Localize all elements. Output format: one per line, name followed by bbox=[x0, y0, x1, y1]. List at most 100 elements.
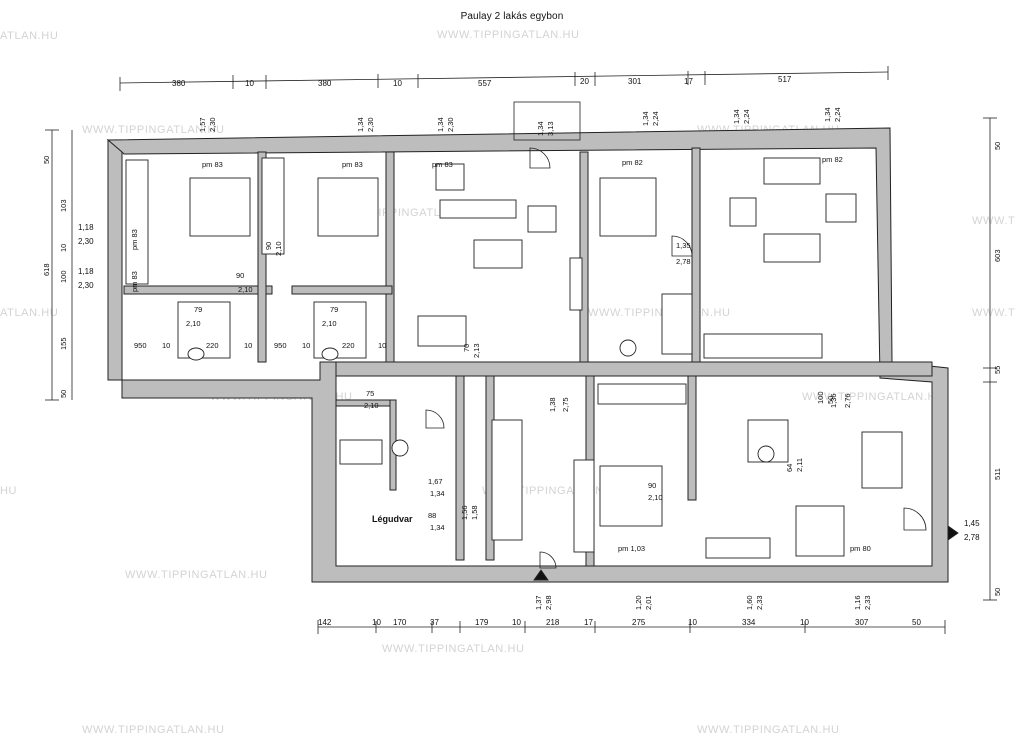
bathtub-icon bbox=[313, 301, 367, 359]
watermark-text-cut: ATLAN.HU bbox=[0, 307, 58, 319]
door-label: 1,38 bbox=[548, 397, 557, 412]
partition-wall bbox=[291, 285, 393, 295]
dim-label: 220 bbox=[342, 341, 355, 350]
armchair-icon bbox=[435, 163, 465, 191]
dim-label: 10 bbox=[688, 618, 697, 627]
dim-label: 20 bbox=[580, 77, 589, 86]
door-label: 2,10 bbox=[274, 241, 283, 256]
door-label: 2,76 bbox=[843, 393, 852, 408]
toilet-icon bbox=[391, 439, 409, 457]
window-label: 2,01 bbox=[644, 595, 653, 610]
door-label: 70 bbox=[462, 344, 471, 352]
dim-label: 10 bbox=[245, 79, 254, 88]
door-label: 90 bbox=[236, 271, 244, 280]
armchair-icon bbox=[729, 197, 757, 227]
partition-wall bbox=[335, 361, 933, 377]
partition-wall bbox=[385, 151, 395, 363]
kitchen-counter-icon bbox=[795, 505, 845, 557]
window-label: 3,13 bbox=[546, 121, 555, 136]
door-label: 2,13 bbox=[472, 343, 481, 358]
partition-wall bbox=[257, 151, 267, 363]
room-code: pm 83 bbox=[202, 160, 223, 169]
window-label: 2,24 bbox=[651, 111, 660, 126]
dimension-lines bbox=[45, 66, 997, 634]
room-code: pm 80 bbox=[850, 544, 871, 553]
furniture bbox=[125, 147, 959, 581]
room-code: pm 83 bbox=[130, 229, 139, 250]
door-label: 2,10 bbox=[238, 285, 253, 294]
right-dimension-labels: 50 603 55 511 50 bbox=[993, 142, 1002, 596]
dim-label: 1,34 bbox=[430, 489, 445, 498]
toilet-icon bbox=[187, 347, 205, 361]
wardrobe-icon bbox=[573, 459, 595, 553]
window-label: 1,34 bbox=[436, 117, 445, 132]
dim-label: 218 bbox=[546, 618, 560, 627]
door-label: 2,10 bbox=[186, 319, 201, 328]
dim-label: 380 bbox=[318, 79, 332, 88]
toilet-icon bbox=[321, 347, 339, 361]
dim-label: 10 bbox=[378, 341, 386, 350]
door-labels: 90 2,10 90 2,10 79 2,10 79 2,10 1,35 2,7… bbox=[186, 241, 852, 502]
window-label: 1,34 bbox=[356, 117, 365, 132]
double-bed-icon bbox=[599, 465, 663, 527]
window-label: 1,20 bbox=[634, 595, 643, 610]
sofa-icon bbox=[473, 239, 523, 269]
kitchen-counter-icon bbox=[491, 419, 523, 541]
room-code: pm 82 bbox=[822, 155, 843, 164]
door-label: 2,75 bbox=[561, 397, 570, 412]
dim-label: 10 bbox=[800, 618, 809, 627]
bay-window bbox=[513, 101, 581, 141]
dim-label: 380 bbox=[172, 79, 186, 88]
dining-table-icon bbox=[861, 431, 903, 489]
window-label: 2,30 bbox=[446, 117, 455, 132]
kitchen-counter-icon bbox=[705, 537, 771, 559]
dim-label: 10 bbox=[302, 341, 310, 350]
watermark-text: WWW.TIPPINGATLAN.HU bbox=[382, 643, 525, 655]
partition-wall bbox=[123, 285, 273, 295]
window-label: 1,37 bbox=[534, 595, 543, 610]
dim-label: 17 bbox=[684, 77, 693, 86]
top-dimension-labels: 380 10 380 10 557 20 301 17 517 bbox=[172, 75, 792, 88]
watermark-text-cut: HU bbox=[0, 485, 17, 497]
door-swing-icon bbox=[425, 409, 445, 429]
sofa-icon bbox=[439, 199, 517, 219]
room-code: pm 83 bbox=[342, 160, 363, 169]
window-label: 2,24 bbox=[833, 107, 842, 122]
dim-label: 511 bbox=[993, 468, 1002, 480]
dim-label: 275 bbox=[632, 618, 646, 627]
door-label: 79 bbox=[330, 305, 338, 314]
dim-label: 170 bbox=[393, 618, 407, 627]
cabinet-icon bbox=[703, 333, 823, 359]
sofa-icon bbox=[763, 233, 821, 263]
watermark-text: WWW.TIPPINGATLAN.HU bbox=[125, 569, 268, 581]
door-label: 1,35 bbox=[676, 241, 691, 250]
entrance-arrow-icon bbox=[947, 525, 959, 541]
watermark-text: WWW.TIPPINGATLAN.HU bbox=[437, 29, 580, 41]
window-label: 1,34 bbox=[536, 121, 545, 136]
outer-wall bbox=[106, 127, 949, 583]
dim-label: 950 bbox=[274, 341, 287, 350]
double-bed-icon bbox=[189, 177, 251, 237]
dim-label: 10 bbox=[244, 341, 252, 350]
room-code: pm 82 bbox=[622, 158, 643, 167]
partition-wall bbox=[579, 151, 589, 363]
dim-label: 10 bbox=[512, 618, 521, 627]
armchair-icon bbox=[527, 205, 557, 233]
dim-label: 307 bbox=[855, 618, 869, 627]
dim-label: 37 bbox=[430, 618, 439, 627]
toilet-icon bbox=[619, 339, 637, 357]
dim-label: 517 bbox=[778, 75, 792, 84]
window-label: 2,30 bbox=[78, 237, 94, 246]
bathtub-icon bbox=[177, 301, 231, 359]
watermark-text: WWW.TIPPINGATLAN.HU bbox=[82, 124, 225, 136]
double-bed-icon bbox=[599, 177, 657, 237]
window-label: 2,30 bbox=[78, 281, 94, 290]
dim-label: 17 bbox=[584, 618, 593, 627]
wardrobe-icon bbox=[597, 383, 687, 405]
bottom-dimension-labels: 142 10 170 37 179 10 218 17 275 10 334 1… bbox=[318, 618, 921, 627]
dim-label: 142 bbox=[318, 618, 332, 627]
bathtub-icon bbox=[661, 293, 693, 355]
door-swing-icon bbox=[903, 507, 927, 531]
sofa-icon bbox=[763, 157, 821, 185]
dim-label: 334 bbox=[742, 618, 756, 627]
